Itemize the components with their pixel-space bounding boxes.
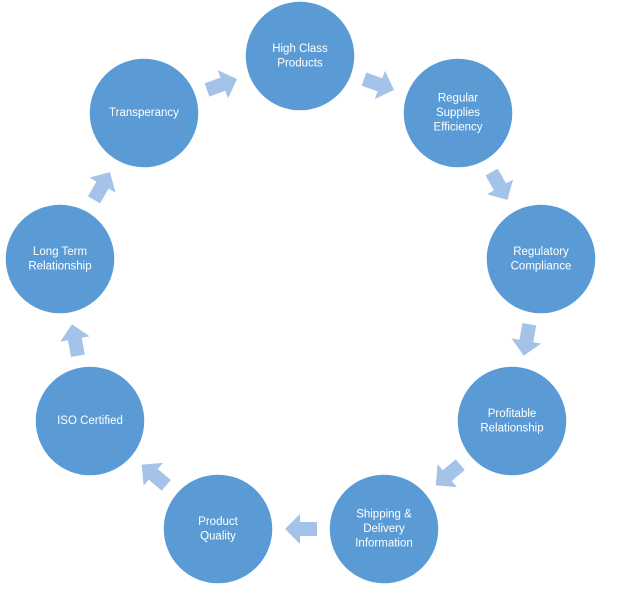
cycle-node-label: Transperancy xyxy=(109,107,179,119)
arrows-layer xyxy=(60,70,542,544)
cycle-arrow-icon xyxy=(361,70,395,99)
cycle-node-label: Product xyxy=(198,516,238,528)
cycle-arrow-icon xyxy=(87,172,116,204)
cycle-node-label: Shipping & xyxy=(356,509,412,521)
cycle-node-label: Information xyxy=(355,538,413,550)
cycle-node-label: Relationship xyxy=(28,260,91,272)
cycle-node-label: Compliance xyxy=(511,260,572,272)
cycle-arrow-icon xyxy=(285,514,317,544)
cycle-arrow-icon xyxy=(511,323,542,356)
cycle-node-label: ISO Certified xyxy=(57,415,123,427)
cycle-arrow-icon xyxy=(60,324,90,358)
cycle-arrow-icon xyxy=(485,168,514,200)
cycle-arrow-icon xyxy=(141,462,171,491)
cycle-node-circle xyxy=(485,203,597,315)
cycle-node-label: Relationship xyxy=(480,422,543,434)
cycle-node-circle xyxy=(34,365,146,477)
cycle-node-circle xyxy=(456,365,568,477)
cycle-node-circle xyxy=(4,203,116,315)
nodes-layer: High ClassProductsRegularSuppliesEfficie… xyxy=(4,0,597,585)
cycle-node-label: Regulatory xyxy=(513,246,569,258)
cycle-node-label: High Class xyxy=(272,43,328,55)
cycle-node-label: Long Term xyxy=(33,246,87,258)
cycle-node-circle xyxy=(162,473,274,585)
cycle-node-label: Quality xyxy=(200,530,236,542)
cycle-node-circle xyxy=(244,0,356,112)
cycle-arrow-icon xyxy=(204,70,238,99)
cycle-node-iso-certified: ISO Certified xyxy=(34,365,146,477)
cycle-node-circle xyxy=(88,57,200,169)
cycle-node-circle xyxy=(402,57,514,169)
cycle-node-label: Products xyxy=(277,57,323,69)
cycle-node-label: Efficiency xyxy=(433,122,482,134)
cycle-node-label: Delivery xyxy=(363,523,405,535)
cycle-node-label: Supplies xyxy=(436,107,480,119)
cycle-arrow-icon xyxy=(435,459,465,488)
cycle-node-transperancy: Transperancy xyxy=(88,57,200,169)
cycle-node-label: Profitable xyxy=(488,408,537,420)
cycle-node-circle xyxy=(328,473,440,585)
cycle-node-label: Regular xyxy=(438,93,478,105)
